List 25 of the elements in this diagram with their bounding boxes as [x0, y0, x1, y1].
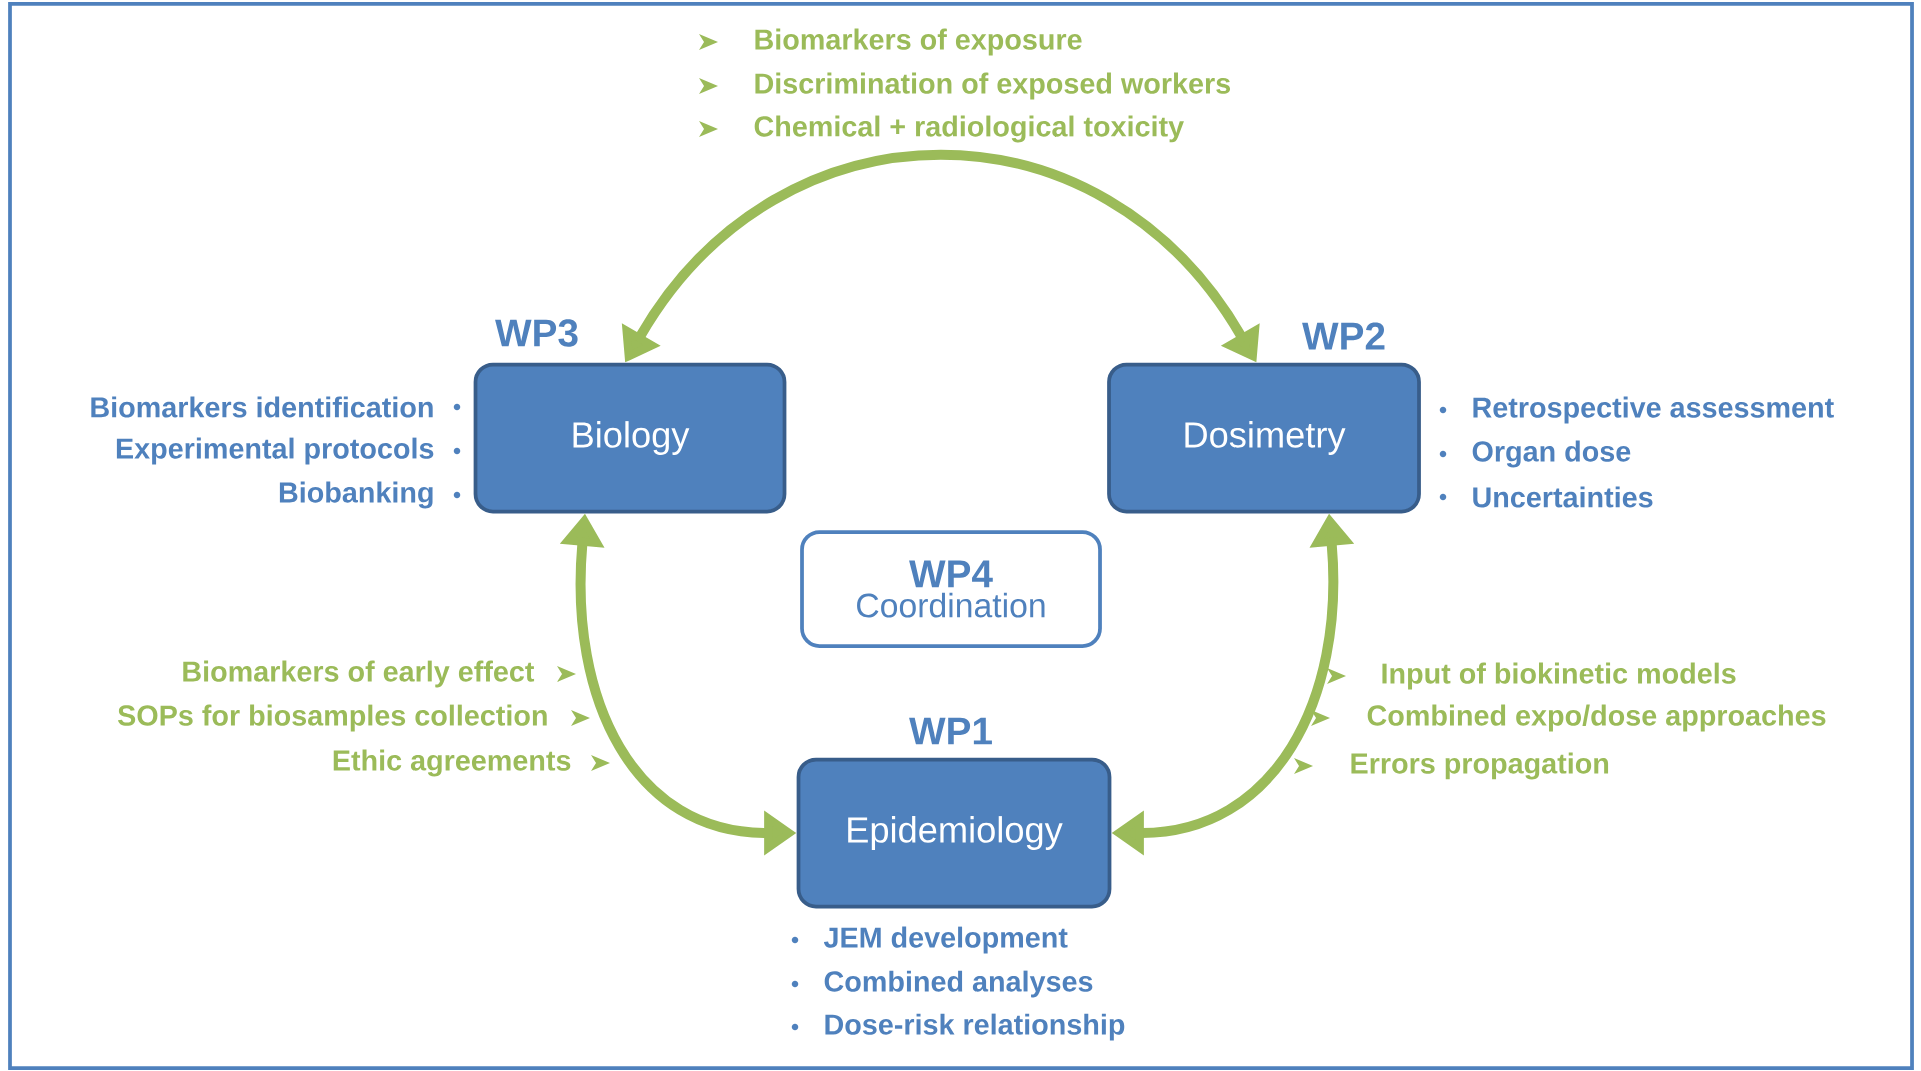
- bullet-text: Chemical + radiological toxicity: [754, 115, 1184, 143]
- bullet-text: Retrospective assessment: [1473, 396, 1834, 424]
- bullet-text: Discrimination of exposed workers: [755, 72, 1230, 100]
- coordination-box: WP4 Coordination: [800, 530, 1102, 648]
- box-heading: WP2: [1302, 322, 1385, 350]
- bullet-text: Input of biokinetic models: [1382, 662, 1736, 690]
- box-heading: WP3: [495, 319, 578, 347]
- box-heading: WP1: [909, 717, 992, 745]
- process-box: Dosimetry: [1107, 362, 1421, 514]
- bullet-text: Biomarkers of early effect: [183, 660, 535, 688]
- bullet-text: Experimental protocols: [116, 437, 434, 465]
- bullet-text: Combined expo/dose approaches: [1367, 704, 1826, 732]
- bullet-text: Dose-risk relationship: [825, 1013, 1125, 1041]
- bullet-text: Organ dose: [1472, 440, 1631, 468]
- bullet-text: Biobanking: [279, 481, 433, 509]
- bullet-text: JEM development: [823, 926, 1068, 954]
- bullet-text: Combined analyses: [824, 970, 1093, 998]
- process-box: Epidemiology: [796, 757, 1112, 909]
- bullet-text: Biomarkers of exposure: [755, 28, 1082, 56]
- bullet-text: Errors propagation: [1351, 752, 1609, 780]
- bullet-text: SOPs for biosamples collection: [117, 704, 547, 732]
- process-box: Biology: [473, 362, 787, 514]
- bullet-text: Uncertainties: [1473, 486, 1653, 508]
- bullet-text: Ethic agreements: [333, 749, 571, 777]
- bullet-text: Biomarkers identification: [91, 396, 433, 418]
